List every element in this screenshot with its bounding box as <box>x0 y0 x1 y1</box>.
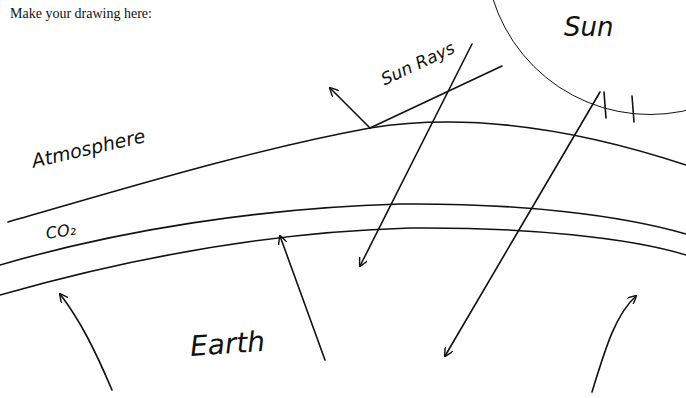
heat-arrow <box>280 236 325 360</box>
sun-ray-tick <box>604 92 606 118</box>
co2-label: CO₂ <box>45 219 78 242</box>
incoming-ray <box>445 92 600 356</box>
incoming-ray <box>360 44 472 266</box>
earth-label: Earth <box>189 325 266 363</box>
atmosphere-label: Atmosphere <box>30 124 148 171</box>
node-text: Sun <box>564 12 613 42</box>
heat-arrow <box>60 294 112 390</box>
reflected-ray <box>330 88 370 128</box>
instruction-text: Make your drawing here: <box>10 6 152 22</box>
co2-bottom-line <box>0 228 686 295</box>
sun-circle: Sun <box>485 0 686 115</box>
heat-arrow <box>592 296 636 392</box>
sun-ray-tick <box>632 96 634 122</box>
rays-label: Sun Rays <box>378 38 458 89</box>
co2-top-line <box>0 204 686 265</box>
